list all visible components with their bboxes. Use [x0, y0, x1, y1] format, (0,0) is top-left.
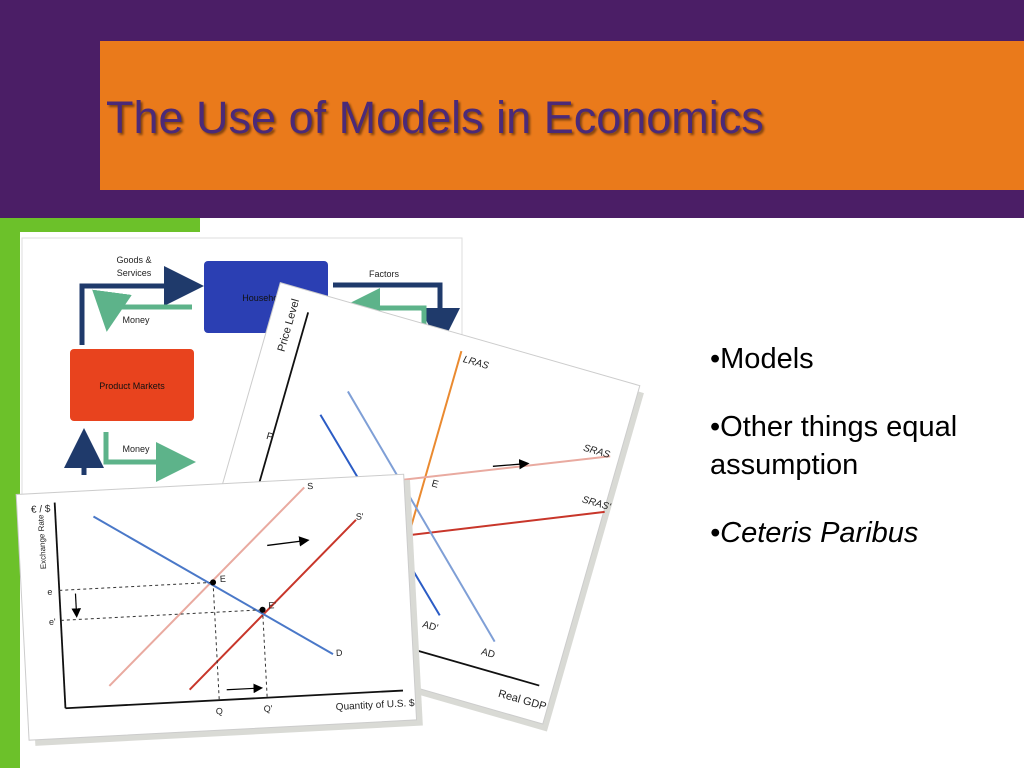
bullet-list: •Models •Other things equal assumption •… [710, 340, 1010, 582]
money-flow-arrow-bottom [103, 432, 196, 482]
ad-curve [347, 390, 496, 643]
equilibrium-label: E [430, 478, 440, 491]
fx-y-axis [53, 502, 67, 709]
factors-flow-arrow [333, 282, 460, 348]
goods-flow-arrow [79, 266, 204, 345]
e-point-label: E [220, 574, 227, 584]
ad-label: AD [480, 647, 496, 661]
bullet-other-things-equal: •Other things equal assumption [710, 411, 958, 481]
q-prime-dashed-line [262, 609, 268, 698]
goods-services-label-1: Goods & [116, 255, 151, 265]
money-flow-arrow-top-left [92, 289, 192, 332]
product-markets-label: Product Markets [99, 381, 165, 391]
price-tick-label: P [265, 431, 275, 444]
supply-shift-arrow [267, 536, 310, 547]
title-box [100, 41, 1024, 190]
money-label-bottom: Money [122, 444, 150, 454]
e-tick-label: e [47, 587, 53, 597]
fx-x-axis [65, 689, 404, 710]
supply-prime-label: S' [356, 511, 365, 521]
e-prime-tick-label: e' [49, 617, 57, 627]
e-point [210, 579, 217, 586]
ad-prime-label: AD' [421, 619, 439, 634]
rate-fall-arrow [71, 593, 82, 618]
fx-card [15, 473, 418, 741]
demand-label: D [336, 648, 344, 658]
households-label: Households [242, 293, 290, 303]
e-dashed-line [59, 581, 214, 591]
bullet-ceteris-paribus: •Ceteris Paribus [710, 517, 919, 549]
supply-curve-s [108, 486, 305, 687]
e-prime-dashed-line [60, 609, 263, 621]
supply-label: S [307, 481, 314, 491]
q-tick-label: Q [216, 706, 224, 716]
e-prime-point [259, 606, 266, 613]
slide-title: The Use of Models in Economics [106, 92, 764, 143]
q-prime-tick-label: Q' [263, 703, 273, 713]
fx-y-axis-label: € / $ [31, 504, 51, 516]
bullet-models: •Models [710, 343, 814, 375]
goods-services-label-2: Services [117, 268, 152, 278]
quantity-rise-arrow [226, 683, 264, 694]
factors-label: Factors [369, 269, 400, 279]
money-label-top-left: Money [122, 315, 150, 325]
q-dashed-line [212, 582, 220, 701]
fx-market-diagram: € / $ Exchange Rate Quantity of U.S. $ S… [15, 473, 423, 746]
fx-x-axis-label: Quantity of U.S. $ [336, 698, 416, 713]
product-markets-box [70, 349, 194, 421]
e-prime-point-label: E' [268, 600, 277, 610]
exchange-rate-label: Exchange Rate [36, 514, 48, 570]
shift-arrow [492, 459, 530, 470]
